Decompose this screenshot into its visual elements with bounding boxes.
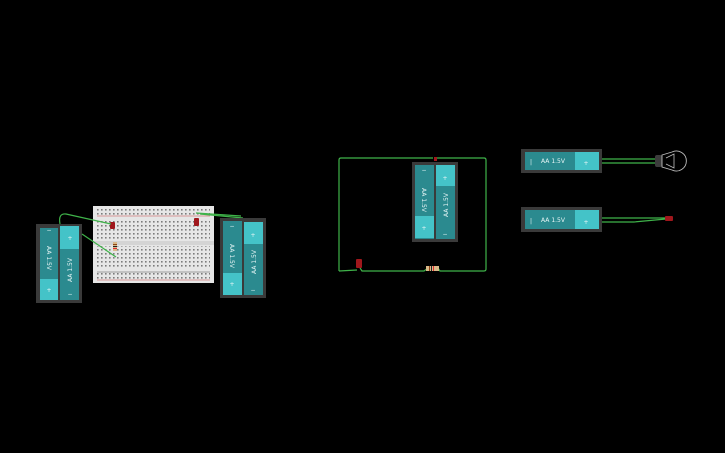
battery-pack-right[interactable]: − + + − AA 1.5V AA 1.5V	[220, 218, 266, 298]
plus-label: +	[229, 281, 234, 288]
minus-label: −	[250, 287, 255, 294]
cell-label: AA 1.5V	[45, 246, 52, 271]
bulb-circuit: | AA 1.5V +	[521, 149, 687, 173]
wire[interactable]	[602, 217, 667, 223]
led-red[interactable]	[665, 216, 673, 221]
wire[interactable]	[59, 212, 244, 258]
minus-label: −	[46, 227, 51, 234]
battery-pack-center[interactable]: − + + − AA 1.5V AA 1.5V	[412, 162, 458, 242]
battery-pack-left[interactable]: − + + − AA 1.5V AA 1.5V	[36, 224, 82, 303]
cell-label: AA 1.5V	[228, 244, 235, 269]
minus-label: −	[421, 167, 426, 174]
minus-label: |	[530, 218, 532, 225]
plus-label: +	[442, 175, 447, 182]
cell-label: AA 1.5V	[67, 257, 74, 282]
plus-label: +	[67, 235, 72, 242]
series-loop-circuit: − + + − AA 1.5V AA 1.5V	[338, 157, 487, 272]
minus-label: −	[67, 291, 72, 298]
plus-label: +	[421, 225, 426, 232]
cell-label: AA 1.5V	[443, 192, 450, 217]
plus-label: +	[46, 287, 51, 294]
plus-label: +	[583, 160, 588, 167]
led-circuit: | AA 1.5V +	[521, 207, 673, 232]
breadboard[interactable]	[93, 206, 214, 283]
terminal	[434, 157, 437, 161]
breadboard-circuit: − + + − AA 1.5V AA 1.5V	[36, 206, 266, 303]
plus-label: +	[583, 219, 588, 226]
minus-label: −	[442, 231, 447, 238]
battery-single-bottom[interactable]: | AA 1.5V +	[521, 207, 602, 232]
battery-single-top[interactable]: | AA 1.5V +	[521, 149, 602, 173]
wire[interactable]	[338, 157, 487, 272]
plus-label: +	[250, 232, 255, 239]
resistor[interactable]	[426, 266, 439, 271]
minus-label: −	[229, 223, 234, 230]
cell-label: AA 1.5V	[541, 217, 566, 224]
led-red[interactable]	[194, 218, 199, 226]
resistor[interactable]	[113, 242, 117, 251]
light-bulb[interactable]	[655, 150, 687, 172]
minus-label: |	[530, 159, 532, 166]
led-red[interactable]	[356, 259, 362, 268]
led-red[interactable]	[110, 222, 115, 229]
cell-label: AA 1.5V	[541, 158, 566, 165]
cell-label: AA 1.5V	[251, 249, 258, 274]
cell-label: AA 1.5V	[420, 188, 427, 213]
wire[interactable]	[602, 158, 656, 164]
